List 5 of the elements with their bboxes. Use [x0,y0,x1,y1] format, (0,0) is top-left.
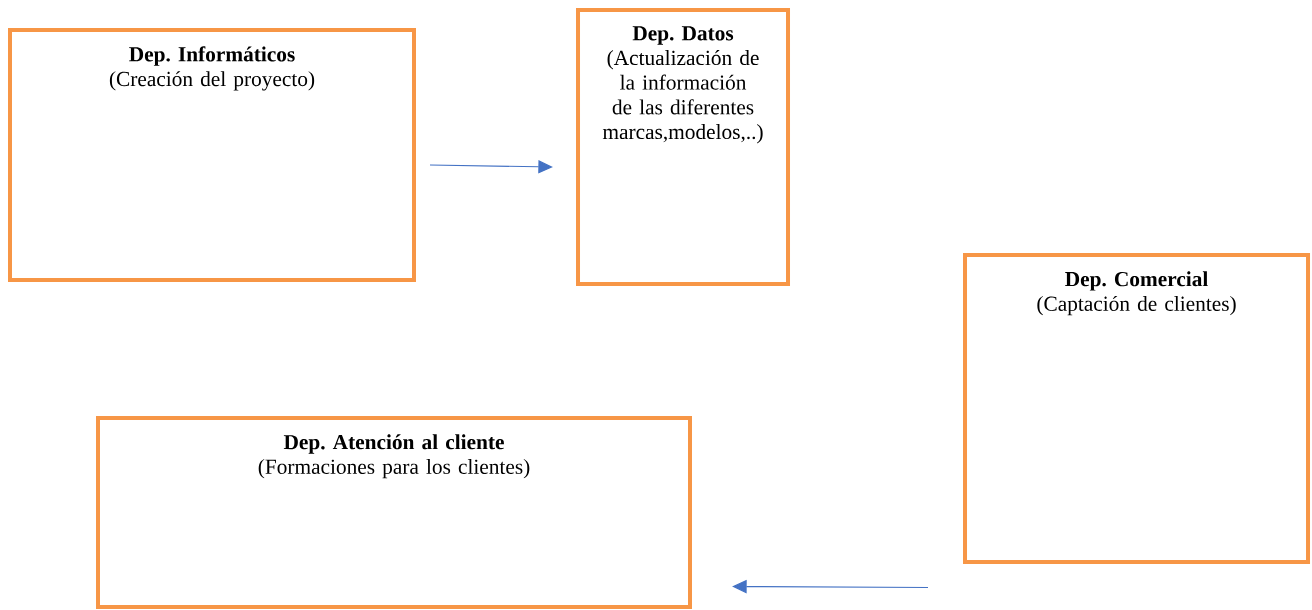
process-box: Dep. Comercial (Captación de clientes) [963,253,1310,564]
process-box: Dep. Informáticos (Creación del proyecto) [8,28,416,282]
arrow [429,159,553,174]
process-box: Dep. Atención al cliente (Formaciones para los clientes) [96,416,692,609]
process-box: Dep. Datos (Actualización de la información de las diferentes marcas,modelos,..) [576,8,790,286]
